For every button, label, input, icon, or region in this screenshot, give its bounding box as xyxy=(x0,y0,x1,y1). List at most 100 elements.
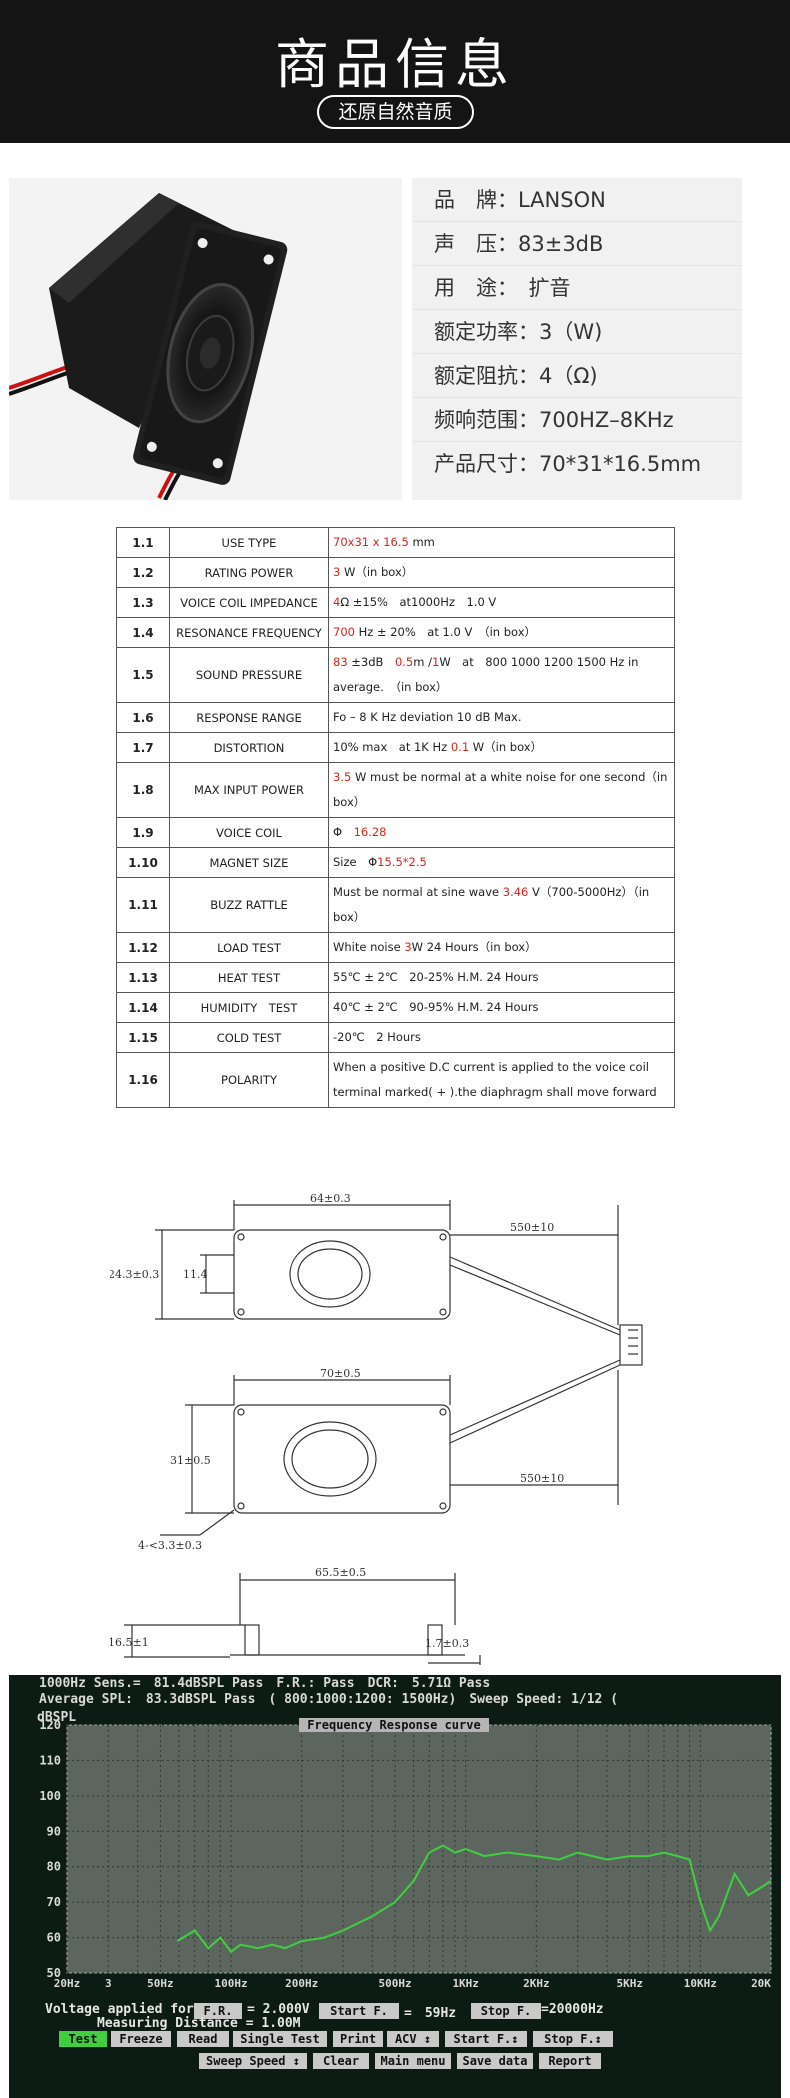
y-tick-label: 70 xyxy=(47,1895,61,1909)
spec-spl: 声 压：83±3dB xyxy=(412,222,742,266)
row-parameter: LOAD TEST xyxy=(169,932,329,963)
acv-button[interactable]: ACV ↕ xyxy=(387,2031,439,2047)
row-value: 4Ω ±15% at1000Hz 1.0 V xyxy=(328,587,675,618)
value-segment: W（in box） xyxy=(340,565,414,579)
x-tick-label: 500Hz xyxy=(378,1977,411,1990)
stop-freq-field[interactable]: Stop F. xyxy=(471,2003,541,2019)
row-parameter: RESPONSE RANGE xyxy=(169,702,329,733)
row-value: 3 W（in box） xyxy=(328,557,675,588)
row-value: 700 Hz ± 20% at 1.0 V （in box） xyxy=(328,617,675,648)
dim-holes: 4-<3.3±0.3 xyxy=(138,1539,202,1552)
single-test-button[interactable]: Single Test xyxy=(233,2031,327,2047)
start-f-button[interactable]: Start F.↕ xyxy=(445,2031,527,2047)
value-segment: V（700-5000Hz）（in box） xyxy=(333,885,650,924)
value-segment: 3 xyxy=(404,940,412,954)
row-value: 3.5 W must be normal at a white noise fo… xyxy=(328,762,675,818)
row-parameter: BUZZ RATTLE xyxy=(169,877,329,933)
row-number: 1.4 xyxy=(116,617,170,648)
row-value: 55℃ ± 2℃ 20-25% H.M. 24 Hours xyxy=(328,962,675,993)
row-parameter: MAX INPUT POWER xyxy=(169,762,329,818)
test-button[interactable]: Test xyxy=(59,2031,107,2047)
row-value: White noise 3W 24 Hours（in box） xyxy=(328,932,675,963)
sweep-speed-button[interactable]: Sweep Speed ↕ xyxy=(199,2053,307,2069)
save-data-button[interactable]: Save data xyxy=(457,2053,533,2069)
row-value: Φ 16.28 xyxy=(328,817,675,848)
value-segment: 3.5 xyxy=(333,770,352,784)
value-segment: W at 800 1000 1200 1500 Hz in average. （… xyxy=(333,655,639,694)
speaker-illustration xyxy=(9,193,288,500)
x-tick-label: 50Hz xyxy=(147,1977,174,1990)
value-segment: 40℃ ± 2℃ 90-95% H.M. 24 Hours xyxy=(333,1000,539,1014)
value-segment: 4 xyxy=(333,595,341,609)
row-number: 1.8 xyxy=(116,762,170,818)
read-button[interactable]: Read xyxy=(177,2031,229,2047)
row-parameter: DISTORTION xyxy=(169,732,329,763)
y-tick-label: 120 xyxy=(39,1718,61,1732)
row-parameter: POLARITY xyxy=(169,1052,329,1108)
row-value: Fo – 8 K Hz deviation 10 dB Max. xyxy=(328,702,675,733)
row-parameter: RESONANCE FREQUENCY xyxy=(169,617,329,648)
start-freq-field[interactable]: Start F. xyxy=(319,2003,399,2019)
row-parameter: MAGNET SIZE xyxy=(169,847,329,878)
plot-title-box xyxy=(299,1718,489,1732)
page-title: 商品信息 xyxy=(275,33,515,96)
start-freq-value: = 59Hz xyxy=(404,2006,457,2021)
y-tick-label: 50 xyxy=(47,1966,61,1980)
row-number: 1.11 xyxy=(116,877,170,933)
fr-field[interactable]: F.R. xyxy=(194,2003,242,2019)
spec-power: 额定功率：3（W) xyxy=(412,310,742,354)
clear-button[interactable]: Clear xyxy=(313,2053,369,2069)
value-segment: 55℃ ± 2℃ 20-25% H.M. 24 Hours xyxy=(333,970,539,984)
x-tick-label: 2KHz xyxy=(523,1977,550,1990)
row-parameter: USE TYPE xyxy=(169,527,329,558)
plot-area xyxy=(66,1724,772,1974)
row-value: When a positive D.C current is applied t… xyxy=(328,1052,675,1108)
value-segment: When a positive D.C current is applied t… xyxy=(333,1060,657,1099)
analyzer-display: 1000Hz Sens.= 81.4dBSPL Pass F.R.: Pass … xyxy=(9,1675,781,2098)
value-segment: ±3dB xyxy=(347,655,395,669)
fr-value: = 2.000V xyxy=(247,2002,310,2017)
stop-f-button[interactable]: Stop F.↕ xyxy=(533,2031,613,2047)
main-menu-button[interactable]: Main menu xyxy=(375,2053,451,2069)
dim-mid-width: 70±0.5 xyxy=(320,1367,361,1380)
value-segment: 15.5*2.5 xyxy=(377,855,427,869)
y-tick-label: 80 xyxy=(47,1860,61,1874)
row-number: 1.10 xyxy=(116,847,170,878)
subtitle-badge: 还原自然音质 xyxy=(317,95,474,129)
row-value: Must be normal at sine wave 3.46 V（700-5… xyxy=(328,877,675,933)
measurement-screen: 1000Hz Sens.= 81.4dBSPL Pass F.R.: Pass … xyxy=(9,1675,781,2098)
value-segment: 0.1 xyxy=(450,740,470,754)
x-tick-label: 20K xyxy=(751,1977,771,1990)
y-tick-label: 100 xyxy=(39,1789,61,1803)
freeze-button[interactable]: Freeze xyxy=(111,2031,171,2047)
row-value: 70x31 x 16.5 mm xyxy=(328,527,675,558)
voltage-label: Voltage applied for xyxy=(45,2002,194,2017)
value-segment: Fo – 8 K Hz deviation 10 dB Max. xyxy=(333,710,522,724)
y-tick-label: 90 xyxy=(47,1824,61,1838)
value-segment: m / xyxy=(413,655,432,669)
row-number: 1.1 xyxy=(116,527,170,558)
row-value: Size Φ15.5*2.5 xyxy=(328,847,675,878)
row-number: 1.2 xyxy=(116,557,170,588)
plot-title: Frequency Response curve xyxy=(307,1718,480,1732)
print-button[interactable]: Print xyxy=(333,2031,383,2047)
y-unit-label: dBSPL xyxy=(37,1710,77,1725)
dim-side-foot: 1.7±0.3 xyxy=(425,1637,469,1650)
value-segment: White noise xyxy=(333,940,405,954)
dim-top-height: 24.3±0.3 xyxy=(110,1268,159,1281)
row-value: -20℃ 2 Hours xyxy=(328,1022,675,1053)
x-tick-label: 100Hz xyxy=(214,1977,247,1990)
report-button[interactable]: Report xyxy=(539,2053,601,2069)
dim-inner-height: 11.4 xyxy=(183,1268,208,1281)
value-segment: Must be normal at sine wave xyxy=(333,885,503,899)
value-segment: W must be normal at a white noise for on… xyxy=(333,770,668,809)
